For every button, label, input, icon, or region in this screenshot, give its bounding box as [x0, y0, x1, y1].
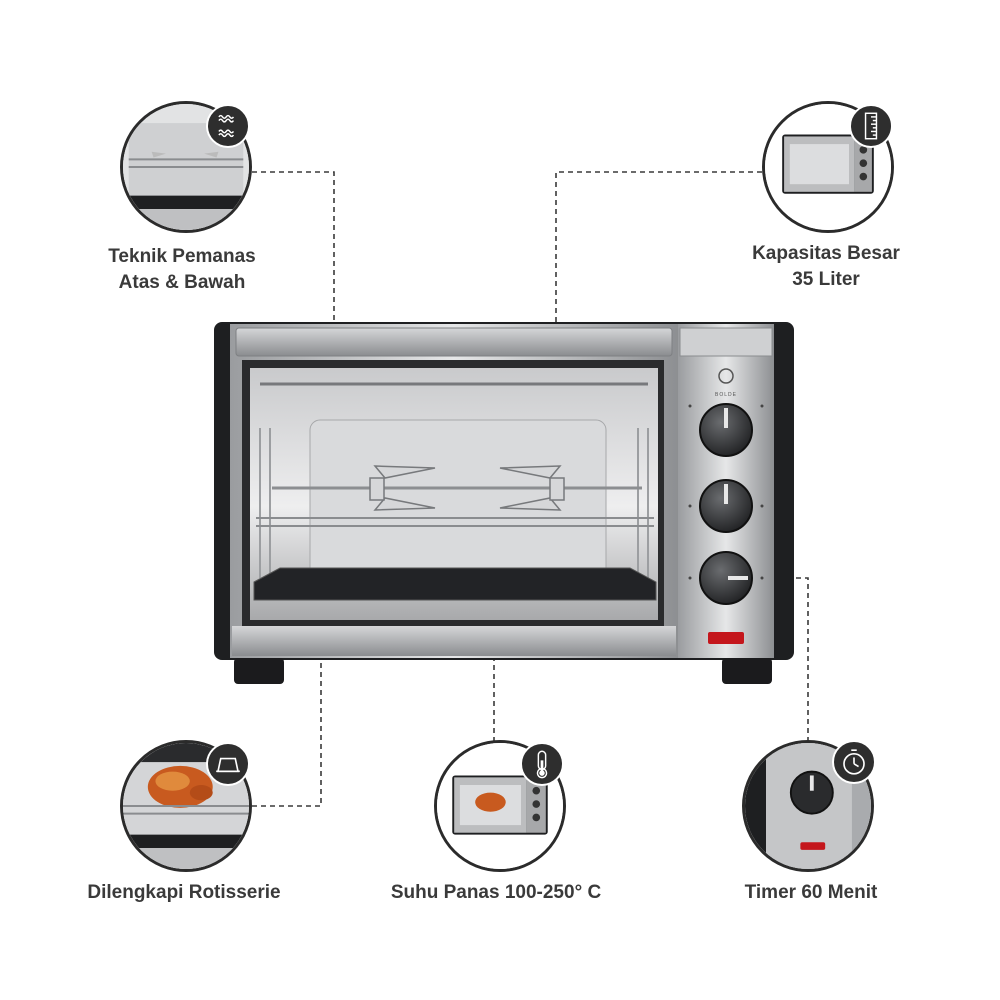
oven-foot-left	[234, 658, 284, 684]
knob-timer	[699, 551, 753, 605]
brand-logo	[718, 368, 734, 384]
oven-thumbnail	[765, 104, 891, 230]
knob-temperature	[699, 403, 753, 457]
stopwatch-icon	[832, 740, 876, 784]
feature-timer-label: Timer 60 Menit	[706, 880, 916, 906]
feature-heating-label: Teknik Pemanas Atas & Bawah	[82, 244, 282, 296]
oven-handle	[235, 327, 673, 357]
wire-rack	[256, 517, 654, 527]
top-bottom-heat-icon	[206, 104, 250, 148]
feature-timer-line1: Timer 60 Menit	[744, 882, 878, 903]
feature-rotisserie-circle	[120, 740, 252, 872]
feature-capacity-label: Kapasitas Besar 35 Liter	[726, 241, 926, 293]
rotisserie-chicken-thumbnail	[123, 743, 249, 869]
oven-illustration: BOLDE	[210, 318, 800, 690]
feature-capacity-line2: 35 Liter	[792, 269, 860, 290]
thermometer-icon	[520, 742, 564, 786]
feature-temperature-circle	[434, 740, 566, 872]
svg-text:BOLDE: BOLDE	[715, 392, 737, 398]
rotisserie-forks	[369, 465, 565, 511]
baking-tray-icon	[206, 742, 250, 786]
feature-temperature-label: Suhu Panas 100-250° C	[366, 880, 626, 906]
feature-heating-line2: Atas & Bawah	[118, 272, 246, 293]
ruler-icon	[849, 104, 893, 148]
knob-function	[699, 479, 753, 533]
feature-capacity-line1: Kapasitas Besar	[752, 243, 900, 264]
baking-tray	[253, 567, 657, 601]
oven-foot-right	[722, 658, 772, 684]
feature-temperature-line1: Suhu Panas 100-250° C	[390, 882, 602, 903]
feature-rotisserie-label: Dilengkapi Rotisserie	[62, 880, 306, 906]
indicator-light	[708, 632, 744, 644]
feature-heating-line1: Teknik Pemanas	[108, 246, 256, 267]
feature-rotisserie-line1: Dilengkapi Rotisserie	[87, 882, 281, 903]
